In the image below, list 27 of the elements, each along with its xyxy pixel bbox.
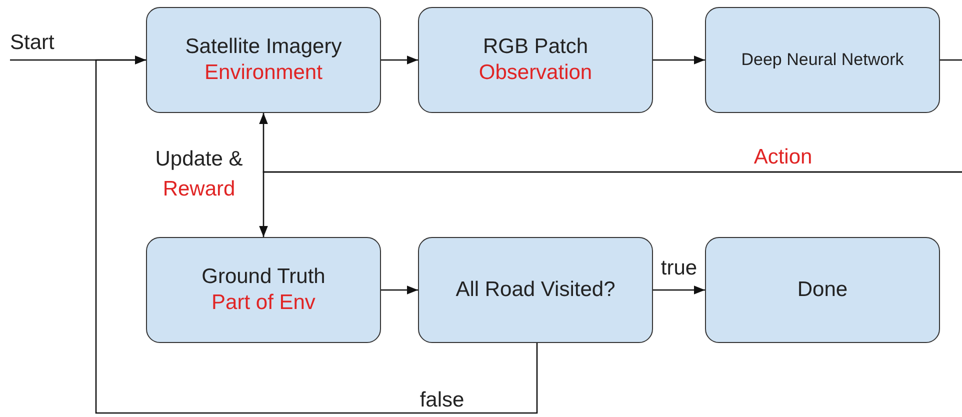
edge-label: true: [660, 255, 698, 281]
box-text: Done: [797, 276, 848, 303]
annotation-text: Update &: [155, 146, 243, 172]
connector-arrow: [259, 171, 962, 237]
box-text: Observation: [478, 60, 592, 86]
annotation-text: Reward: [162, 176, 236, 202]
process-box: [146, 7, 381, 113]
process-box: [418, 7, 653, 113]
box-text: Environment: [204, 60, 322, 86]
process-box: [146, 237, 381, 343]
box-text: Ground Truth: [202, 264, 326, 290]
process-box: [418, 237, 653, 343]
connector-arrow: [381, 286, 418, 294]
edge-label: Action: [754, 144, 812, 170]
box-text: All Road Visited?: [456, 276, 616, 303]
process-box: [705, 7, 940, 113]
box-text: Satellite Imagery: [185, 34, 342, 60]
connector-arrow: [381, 56, 418, 64]
connector-arrow: [653, 56, 705, 64]
box-text: Deep Neural Network: [741, 49, 904, 71]
start-text: Start: [10, 30, 76, 60]
connector-arrow: [95, 56, 538, 414]
connector-arrow: [653, 286, 705, 294]
edge-label: false: [420, 387, 464, 413]
box-text: RGB Patch: [482, 34, 588, 60]
box-text: Part of Env: [212, 290, 316, 316]
process-box: [705, 237, 940, 343]
